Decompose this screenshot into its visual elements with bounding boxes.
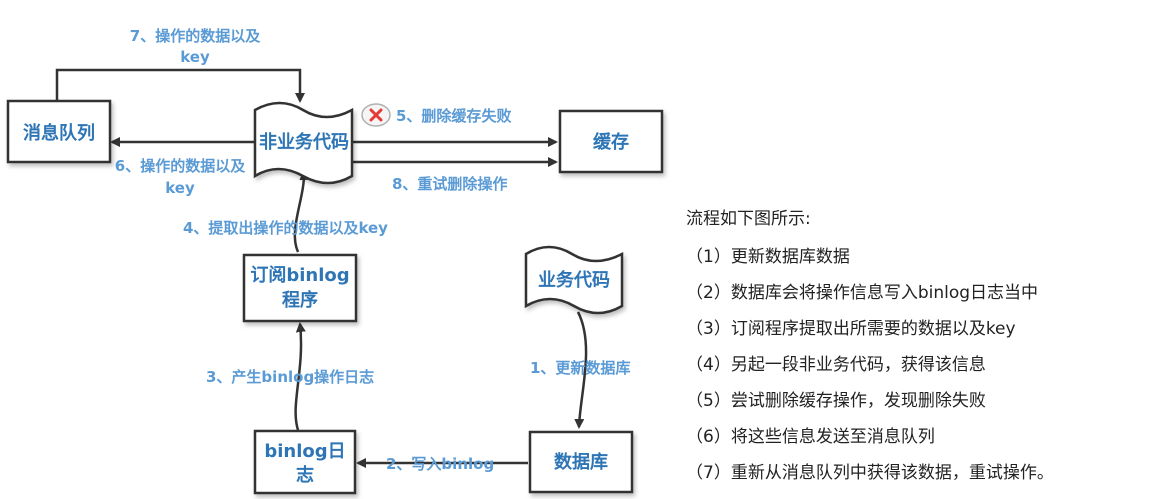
step-item: （4）另起一段非业务代码，获得该信息 [686, 355, 986, 375]
node-business-code: 业务代码 [524, 245, 624, 315]
steps-title: 流程如下图所示: [686, 209, 811, 229]
edges [55, 68, 588, 468]
subscriber-label-line1: 订阅binlog [250, 264, 349, 286]
edge-5-label: 5、删除缓存失败 [396, 107, 511, 125]
node-database: 数据库 [528, 430, 634, 494]
step-item: （6）将这些信息发送至消息队列 [686, 427, 935, 447]
cache-label: 缓存 [593, 131, 629, 153]
step-item: （3）订阅程序提取出所需要的数据以及key [686, 319, 1016, 339]
subscriber-label-line2: 程序 [282, 289, 318, 311]
node-binlog-log: binlog日 志 [253, 429, 357, 495]
edge-8-label: 8、重试删除操作 [392, 175, 507, 193]
biz-label: 业务代码 [538, 269, 610, 291]
step-item: （2）数据库会将操作信息写入binlog日志当中 [686, 283, 1039, 303]
mq-label: 消息队列 [23, 122, 95, 144]
step-item: （7）重新从消息队列中获得该数据，重试操作。 [686, 463, 1054, 483]
step-item: （5）尝试删除缓存操作，发现删除失败 [686, 391, 986, 411]
nonbiz-label: 非业务代码 [259, 131, 349, 153]
edge-1-label: 1、更新数据库 [530, 359, 630, 377]
edge-3-arrow [294, 322, 306, 431]
node-cache: 缓存 [558, 109, 664, 174]
edge-7-arrow [55, 68, 305, 103]
edge-7-label-line1: 7、操作的数据以及 [130, 27, 261, 45]
edge-2-label: 2、写入binlog [386, 455, 494, 473]
binlog-label-line2: 志 [296, 464, 314, 486]
step-item: （1）更新数据库数据 [686, 247, 850, 267]
edge-3-label: 3、产生binlog操作日志 [206, 368, 374, 386]
edge-4-arrow [293, 170, 310, 253]
binlog-label-line1: binlog日 [264, 441, 345, 462]
node-message-queue: 消息队列 [6, 99, 112, 164]
process-steps: 流程如下图所示: （1）更新数据库数据 （2）数据库会将操作信息写入binlog… [686, 205, 1156, 491]
edge-4-label: 4、提取出操作的数据以及key [183, 219, 388, 237]
edge-6-label-line1: 6、操作的数据以及 [115, 157, 246, 175]
x-circle-icon [361, 103, 391, 127]
node-binlog-subscriber: 订阅binlog 程序 [242, 253, 358, 323]
edge-7-label-line2: key [180, 48, 210, 66]
node-non-business-code: 非业务代码 [253, 101, 354, 185]
edge-6-label-line2: key [165, 179, 195, 197]
db-label: 数据库 [554, 451, 608, 473]
edge-1-arrow [574, 311, 588, 429]
